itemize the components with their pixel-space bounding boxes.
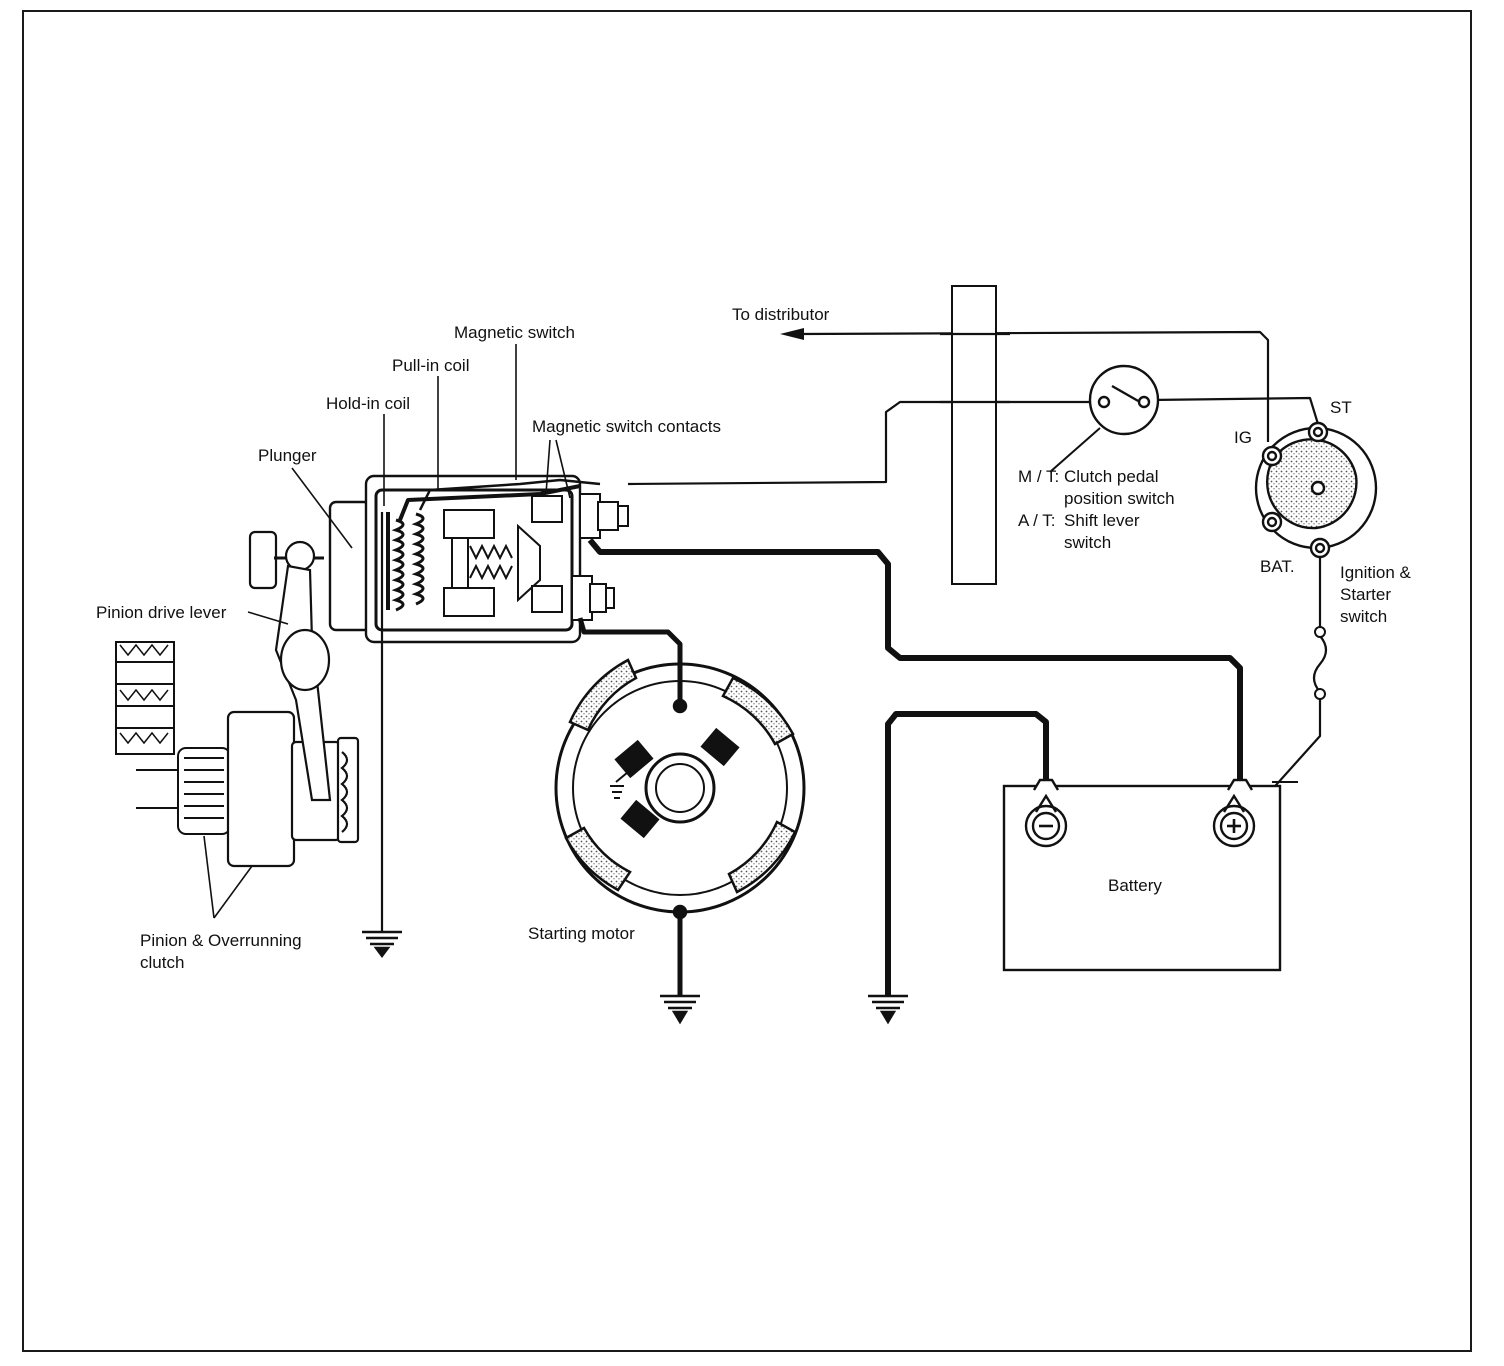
pinion-drive-lever [248, 530, 332, 802]
battery [1002, 778, 1282, 972]
label-plunger: Plunger [258, 446, 317, 465]
label-mt-prefix: M / T: [1018, 467, 1060, 486]
label-mt-line2: position switch [1064, 489, 1175, 508]
fusible-link [1314, 626, 1326, 700]
label-pinion-overrunning-line1: Pinion & Overrunning [140, 931, 302, 950]
label-battery: Battery [1108, 876, 1162, 895]
ignition-starter-switch [1254, 421, 1378, 559]
label-magnetic-switch: Magnetic switch [454, 323, 575, 342]
solenoid-terminals [571, 493, 629, 621]
label-at-prefix: A / T: [1018, 511, 1056, 530]
label-starting-motor: Starting motor [528, 924, 635, 943]
leader-lines [203, 344, 571, 919]
label-pinion-drive-lever: Pinion drive lever [96, 603, 227, 622]
firewall [951, 285, 997, 585]
label-st: ST [1330, 398, 1352, 417]
ground-symbols [362, 930, 908, 1025]
label-mt-line1: Clutch pedal [1064, 467, 1159, 486]
solenoid-plunger-internals [443, 495, 563, 617]
label-at-line1: Shift lever [1064, 511, 1140, 530]
overrunning-clutch [226, 710, 360, 868]
flywheel-ring-gear [115, 641, 175, 755]
label-pull-in-coil: Pull-in coil [392, 356, 470, 375]
coils [386, 512, 425, 612]
pinion-gear [136, 747, 231, 835]
diagram-frame [22, 10, 1472, 1352]
solenoid-body [328, 474, 582, 644]
label-bat: BAT. [1260, 557, 1295, 576]
label-ignition-line1: Ignition & [1340, 563, 1411, 582]
label-ig: IG [1234, 428, 1252, 447]
clutch-pedal-position-switch [1049, 364, 1160, 473]
label-ignition-line3: switch [1340, 607, 1388, 626]
label-at-line2: switch [1064, 533, 1112, 552]
label-hold-in-coil: Hold-in coil [326, 394, 411, 413]
label-ignition-line2: Starter [1340, 585, 1392, 604]
to-distributor-arrow [780, 328, 804, 340]
label-to-distributor: To distributor [732, 305, 830, 324]
label-magnetic-switch-contacts: Magnetic switch contacts [532, 417, 721, 436]
label-pinion-overrunning-line2: clutch [140, 953, 185, 972]
